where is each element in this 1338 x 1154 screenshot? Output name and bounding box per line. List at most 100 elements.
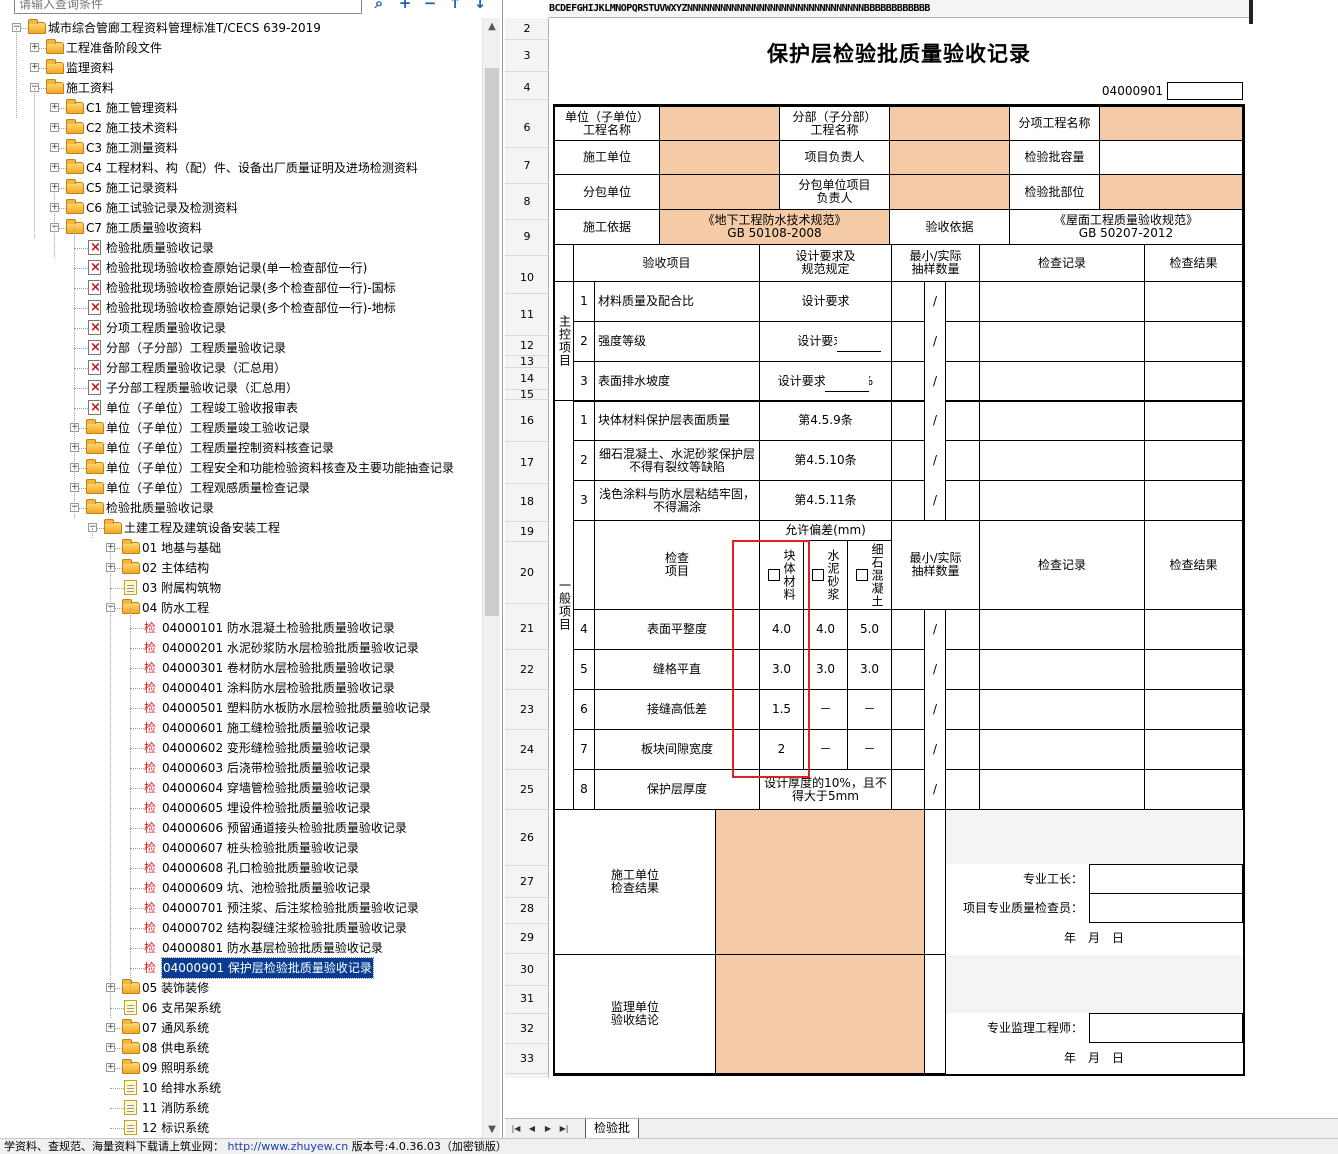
input-batch-capacity[interactable] — [1099, 140, 1243, 175]
tree-node[interactable]: 检验批现场验收检查原始记录(单一检查部位一行) — [0, 258, 482, 278]
tree-node[interactable]: 检验批现场验收检查原始记录(多个检查部位一行)-地标 — [0, 298, 482, 318]
input-project-lead[interactable] — [889, 140, 1010, 175]
row-number[interactable]: 19 — [505, 522, 549, 542]
tolerance-item-record[interactable] — [979, 609, 1145, 650]
prev-sheet-icon[interactable]: ◀ — [528, 1124, 536, 1133]
general-item-actual[interactable] — [945, 400, 980, 441]
tree-node[interactable]: 分项工程质量验收记录 — [0, 318, 482, 338]
expand-icon[interactable]: + — [30, 62, 39, 72]
row-number[interactable]: 21 — [505, 608, 549, 650]
general-item-record[interactable] — [979, 480, 1145, 521]
input-item-name[interactable] — [1099, 106, 1243, 141]
tree-node[interactable]: 分部（子分部）工程质量验收记录 — [0, 338, 482, 358]
row-number[interactable]: 3 — [505, 40, 549, 72]
expand-icon[interactable]: + — [106, 1062, 115, 1072]
main-item-result[interactable] — [1144, 281, 1243, 322]
main-item-actual[interactable] — [945, 281, 980, 322]
main-item-record[interactable] — [979, 281, 1145, 322]
row-number[interactable]: 22 — [505, 650, 549, 690]
row-number[interactable]: 16 — [505, 400, 549, 442]
tree-node[interactable]: +监理资料 — [0, 58, 482, 78]
input-batch-location[interactable] — [1099, 174, 1243, 210]
tolerance-item-actual[interactable] — [945, 609, 980, 650]
general-item-result[interactable] — [1144, 480, 1243, 521]
tree-node[interactable]: −施工资料 — [0, 78, 482, 98]
row-number[interactable]: 18 — [505, 482, 549, 522]
tree-node[interactable]: +单位（子单位）工程安全和功能检验资料核查及主要功能抽查记录 — [0, 458, 482, 478]
supervision-area[interactable] — [715, 954, 925, 1074]
tree-node[interactable]: 检验批质量验收记录 — [0, 238, 482, 258]
row-number[interactable]: 14 — [505, 368, 549, 390]
general-item-result[interactable] — [1144, 440, 1243, 481]
tree-node[interactable]: +C5 施工记录资料 — [0, 178, 482, 198]
tree-node[interactable]: +05 装饰装修 — [0, 978, 482, 998]
tree-node[interactable]: +09 照明系统 — [0, 1058, 482, 1078]
strength-grade-input[interactable] — [837, 324, 881, 352]
tolerance-item-min[interactable] — [891, 769, 925, 810]
tree-node[interactable]: −城市综合管廊工程资料管理标准T/CECS 639-2019 — [0, 18, 482, 38]
general-item-min[interactable] — [891, 440, 925, 481]
tree-node[interactable]: 单位（子单位）工程竣工验收报审表 — [0, 398, 482, 418]
first-sheet-icon[interactable]: |◀ — [511, 1124, 521, 1133]
website-link[interactable]: http://www.zhuyew.cn — [227, 1140, 349, 1153]
tree-node[interactable]: +02 主体结构 — [0, 558, 482, 578]
row-number[interactable]: 33 — [505, 1044, 549, 1074]
general-item-min[interactable] — [891, 480, 925, 521]
row-number[interactable]: 26 — [505, 810, 549, 866]
tolerance-item-actual[interactable] — [945, 689, 980, 730]
tolerance-item-result[interactable] — [1144, 729, 1243, 770]
main-item-actual[interactable] — [945, 321, 980, 362]
tolerance-item-record[interactable] — [979, 649, 1145, 690]
main-item-result[interactable] — [1144, 361, 1243, 402]
row-number[interactable]: 2 — [505, 18, 549, 40]
tree-node[interactable]: +C2 施工技术资料 — [0, 118, 482, 138]
tree-node[interactable]: +单位（子单位）工程质量控制资料核查记录 — [0, 438, 482, 458]
general-item-record[interactable] — [979, 400, 1145, 441]
tree-node[interactable]: +C1 施工管理资料 — [0, 98, 482, 118]
tree-node[interactable]: −检验批质量验收记录 — [0, 498, 482, 518]
tree-node[interactable]: −土建工程及建筑设备安装工程 — [0, 518, 482, 538]
row-number[interactable]: 29 — [505, 922, 549, 954]
input-subcontractor[interactable] — [659, 174, 780, 210]
tree-node[interactable]: −04 防水工程 — [0, 598, 482, 618]
slope-input[interactable] — [825, 364, 869, 392]
input-sub-lead[interactable] — [889, 174, 1010, 210]
col-concrete-checkbox[interactable] — [856, 569, 868, 581]
row-number[interactable]: 9 — [505, 218, 549, 256]
expand-icon[interactable]: + — [106, 1042, 115, 1052]
general-item-actual[interactable] — [945, 480, 980, 521]
main-item-record[interactable] — [979, 321, 1145, 362]
input-supervisor[interactable] — [1089, 1013, 1243, 1043]
row-number[interactable]: 6 — [505, 108, 549, 148]
tolerance-item-record[interactable] — [979, 769, 1145, 810]
scrollbar-thumb[interactable] — [485, 68, 499, 616]
search-input[interactable] — [14, 0, 362, 14]
tolerance-item-min[interactable] — [891, 649, 925, 690]
tree-node[interactable]: +07 通风系统 — [0, 1018, 482, 1038]
general-item-actual[interactable] — [945, 440, 980, 481]
row-number[interactable]: 32 — [505, 1014, 549, 1044]
tree-node[interactable]: +C6 施工试验记录及检测资料 — [0, 198, 482, 218]
tolerance-item-result[interactable] — [1144, 609, 1243, 650]
expand-icon[interactable]: + — [30, 42, 39, 52]
plus-icon[interactable]: + — [398, 0, 412, 12]
row-number[interactable]: 13 — [505, 356, 549, 368]
tree-node[interactable]: +C4 工程材料、构（配）件、设备出厂质量证明及进场检测资料 — [0, 158, 482, 178]
row-number[interactable]: 30 — [505, 954, 549, 986]
minus-icon[interactable]: − — [423, 0, 437, 12]
tree-node[interactable]: +工程准备阶段文件 — [0, 38, 482, 58]
main-item-actual[interactable] — [945, 361, 980, 402]
row-number[interactable]: 28 — [505, 894, 549, 924]
row-number[interactable]: 31 — [505, 984, 549, 1014]
